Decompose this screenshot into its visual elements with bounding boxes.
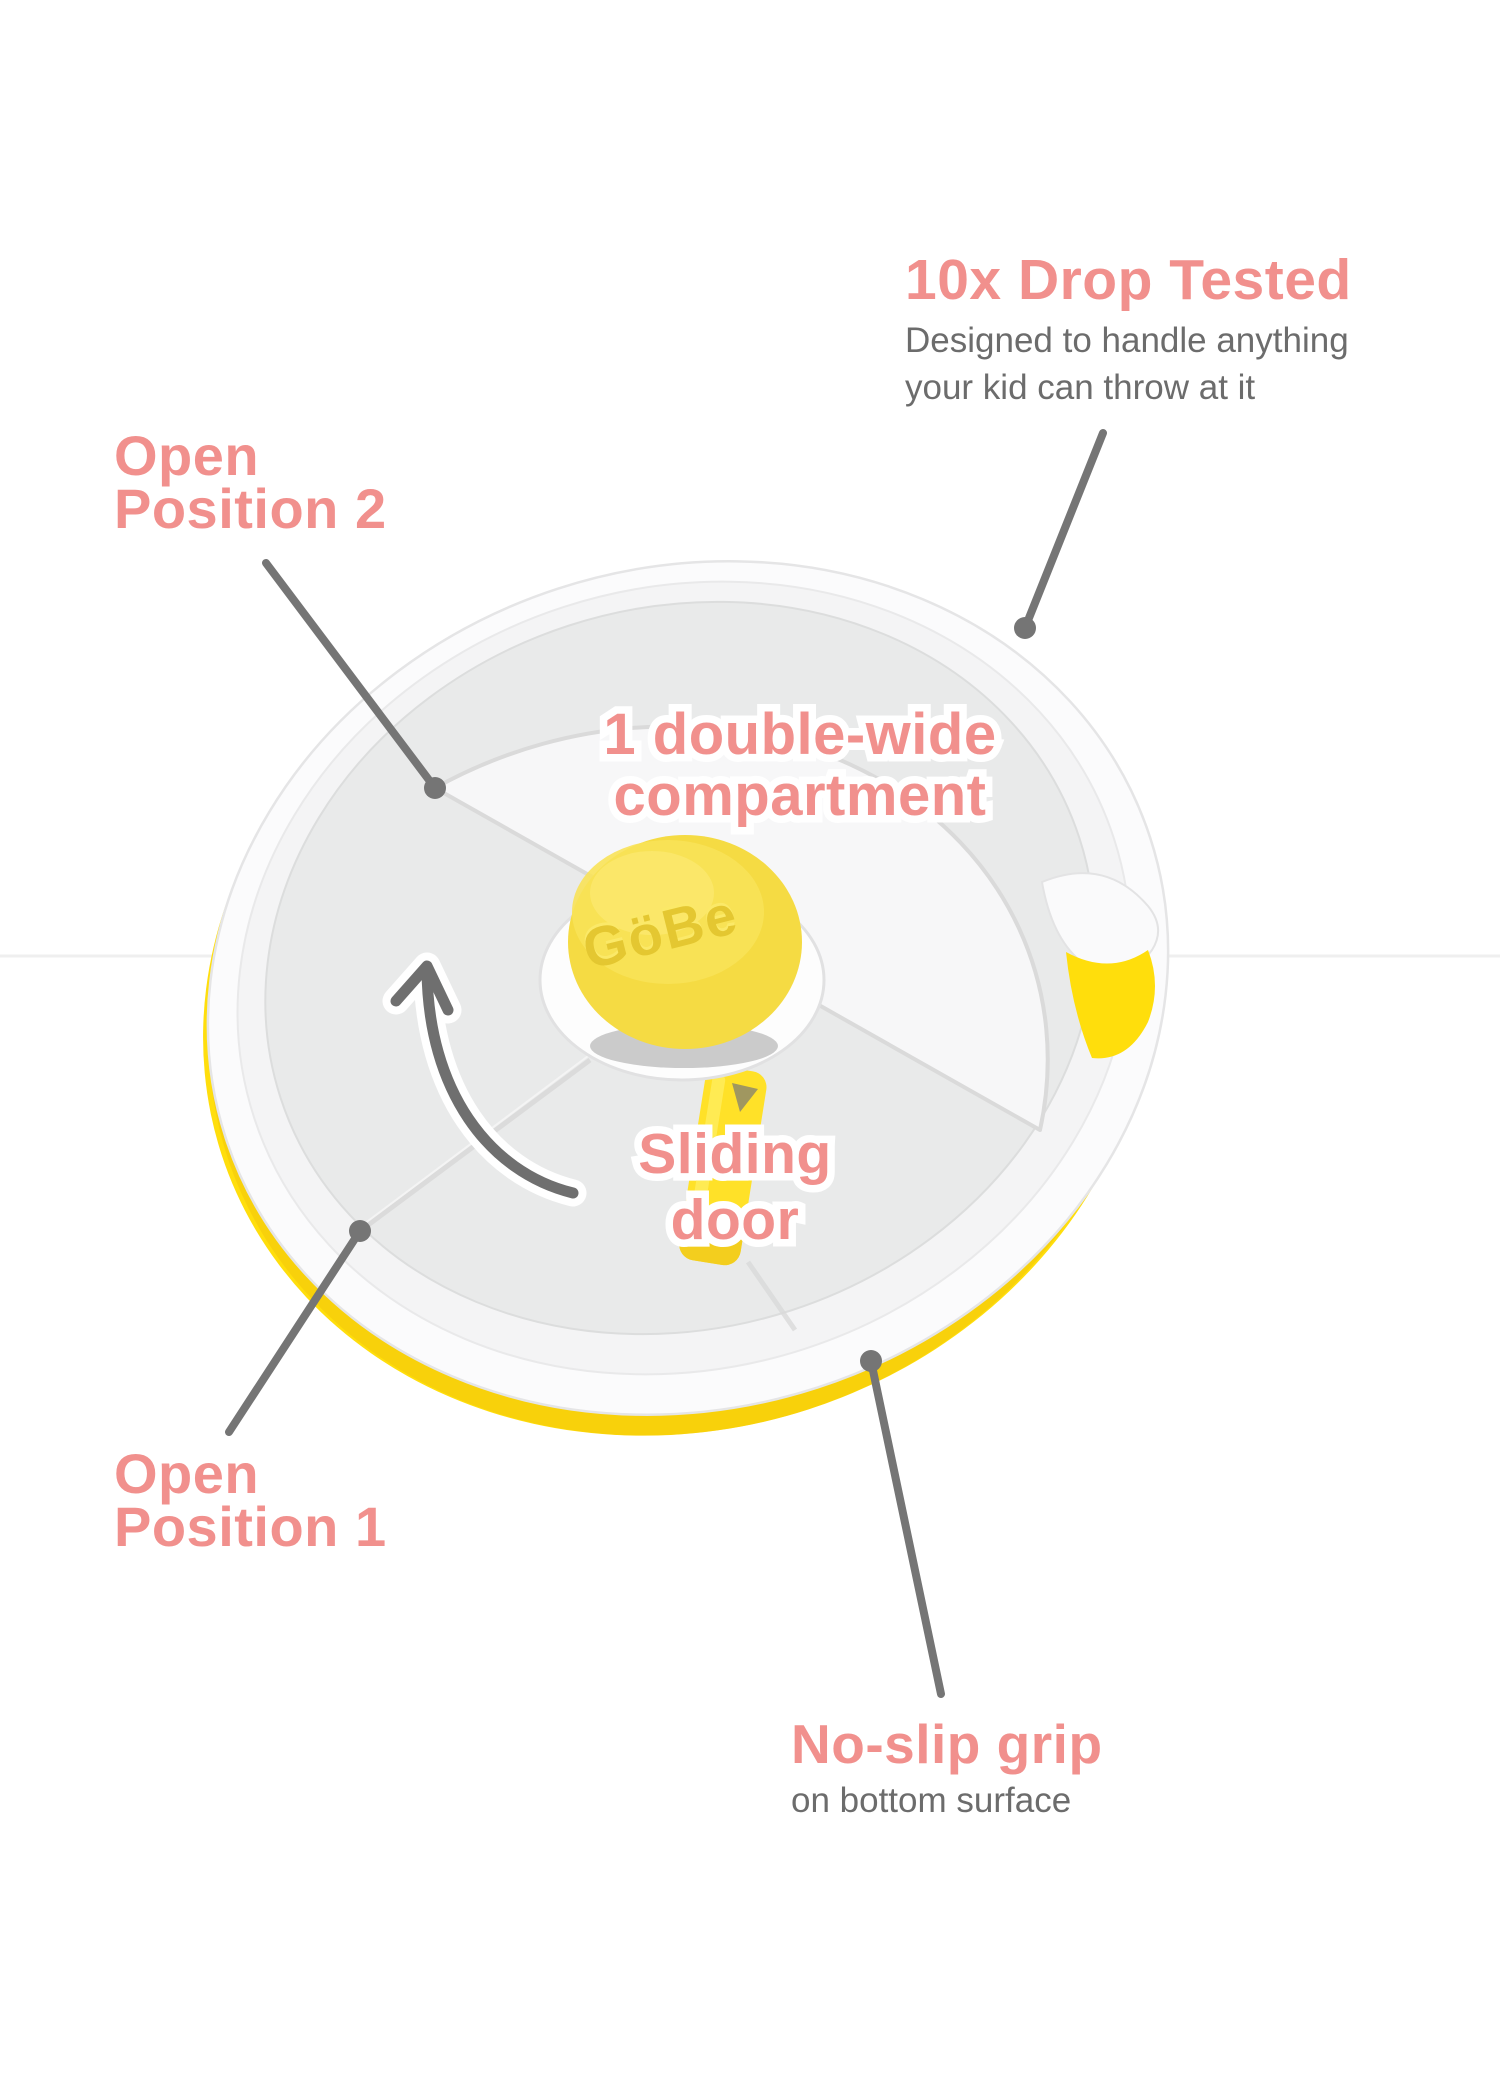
no-slip-grip-title: No-slip grip bbox=[791, 1713, 1103, 1775]
handle-fin bbox=[1040, 872, 1159, 971]
double-wide-text: 1 double-wide compartment bbox=[440, 704, 1160, 826]
rotation-arrow-head bbox=[390, 960, 454, 1016]
no-slip-grip-subtitle: on bottom surface bbox=[791, 1781, 1072, 1820]
double-wide-outline: 1 double-wide compartment bbox=[596, 697, 1004, 834]
double-wide-line2: compartment bbox=[613, 763, 987, 828]
double-wide-line1: 1 double-wide bbox=[603, 702, 997, 767]
open-position-1-label: Open Position 1 bbox=[114, 1442, 387, 1558]
callout-dot-no-slip bbox=[860, 1350, 882, 1372]
callout-dot-open-position-2 bbox=[424, 777, 446, 799]
open-position-1-line2: Position 1 bbox=[114, 1495, 387, 1558]
open-position-1-line1: Open bbox=[114, 1442, 260, 1505]
no-slip-grip-label: No-slip grip on bottom surface bbox=[791, 1715, 1211, 1823]
drop-tested-subtitle-line2: your kid can throw at it bbox=[905, 368, 1256, 407]
sliding-door-line2: door bbox=[670, 1188, 800, 1252]
sliding-door-label: Sliding door Sliding door bbox=[455, 1115, 1015, 1260]
divider-bottom bbox=[745, 1260, 798, 1332]
rotation-arrow-curve bbox=[421, 964, 579, 1199]
drop-tested-label: 10x Drop Tested Designed to handle anyth… bbox=[905, 250, 1425, 411]
callout-lines bbox=[225, 429, 1107, 1698]
sliding-tab bbox=[679, 1066, 767, 1266]
drop-tested-subtitle-line1: Designed to handle anything bbox=[905, 321, 1349, 360]
knob-dome-top-highlight bbox=[590, 851, 714, 935]
open-position-2-label: Open Position 2 bbox=[114, 424, 387, 540]
open-position-2-line2: Position 2 bbox=[114, 477, 387, 540]
callout-line-no-slip bbox=[867, 1357, 945, 1698]
callout-line-drop-tested bbox=[1021, 429, 1107, 632]
callout-line-open-position-2 bbox=[262, 559, 439, 792]
drop-tested-subtitle: Designed to handle anything your kid can… bbox=[905, 317, 1425, 411]
product-illustration: GöBe GöBe bbox=[203, 560, 1170, 1436]
tab-notch-shadow bbox=[732, 1083, 758, 1112]
sliding-door-text: Sliding door bbox=[455, 1121, 1015, 1253]
rotation-arrow bbox=[382, 952, 587, 1207]
sliding-door-line1: Sliding bbox=[638, 1122, 832, 1186]
sliding-door-outline: Sliding door bbox=[631, 1115, 839, 1260]
double-wide-label: 1 double-wide compartment 1 double-wide … bbox=[440, 697, 1160, 834]
handle-yellow-patch bbox=[1066, 950, 1155, 1059]
open-position-2-line1: Open bbox=[114, 424, 260, 487]
callout-dot-open-position-1 bbox=[349, 1220, 371, 1242]
callout-line-open-position-1 bbox=[225, 1227, 364, 1436]
drop-tested-title: 10x Drop Tested bbox=[905, 248, 1352, 312]
callout-dot-drop-tested bbox=[1014, 617, 1036, 639]
